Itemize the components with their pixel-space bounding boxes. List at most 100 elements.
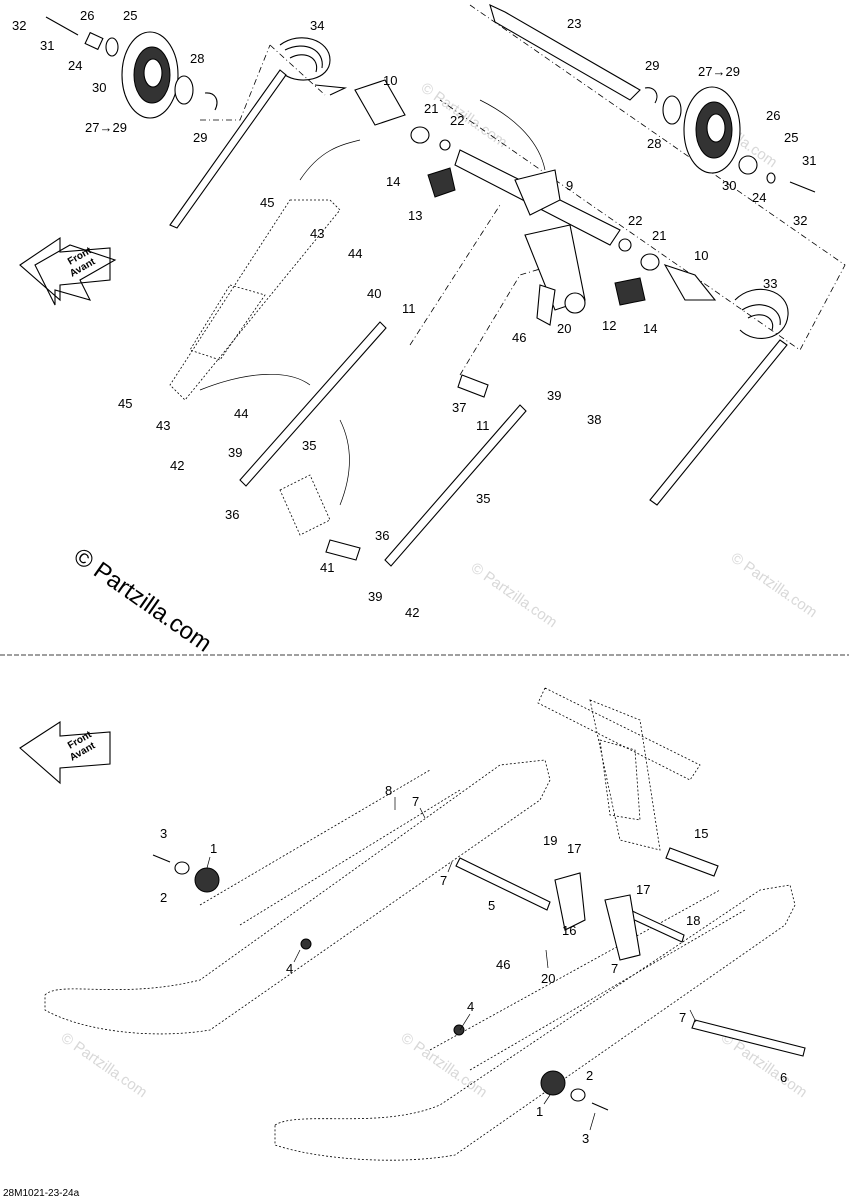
callout: 45: [118, 396, 132, 411]
shock-absorber: [169, 199, 341, 401]
assembly-outline-mid: [200, 44, 271, 121]
callout: 7: [440, 873, 447, 888]
callout: 17: [567, 841, 581, 856]
assembly-outline-left: [269, 44, 326, 96]
callout: 20: [541, 971, 555, 986]
callout: 23: [567, 16, 581, 31]
callout: 10: [694, 248, 708, 263]
bracket-17: [604, 894, 641, 961]
slide-rail-left: [44, 759, 551, 1035]
slide-rail-right-inner: [429, 889, 746, 1071]
callout: 44: [234, 406, 248, 421]
callout: 6: [780, 1070, 787, 1085]
bracket-16: [554, 872, 586, 931]
callout: 17: [636, 882, 650, 897]
callout: 12: [602, 318, 616, 333]
assembly-outline-lower: [409, 204, 571, 376]
slide-rail-left-inner: [199, 769, 461, 926]
top-callouts: 32 26 25 31 24 30 28 27→29 29 34 10 21 2…: [12, 8, 816, 620]
callout: 27→29: [698, 64, 740, 79]
watermark-3: © Partzilla.com: [468, 559, 561, 631]
callout: 2: [586, 1068, 593, 1083]
assembly-arrow-1: [299, 139, 361, 181]
callout: 1: [210, 841, 217, 856]
cross-shaft-9: [454, 149, 621, 326]
callout: 22: [628, 213, 642, 228]
callout: 40: [367, 286, 381, 301]
callout: 7: [679, 1010, 686, 1025]
callout: 32: [12, 18, 26, 33]
cam-block-12: [614, 277, 646, 306]
link-rod-35-left: [239, 321, 387, 487]
spring-33: [649, 288, 789, 506]
callout: 35: [302, 438, 316, 453]
callout: 30: [722, 178, 736, 193]
callout: 11: [402, 301, 416, 316]
callout: 7: [611, 961, 618, 976]
watermarks: © Partzilla.com © Partzilla.com © Partzi…: [58, 79, 821, 1101]
callout: 46: [496, 957, 510, 972]
cross-shaft-5: [455, 857, 551, 911]
callout: 41: [320, 560, 334, 575]
callout: 29: [193, 130, 207, 145]
callout: 24: [68, 58, 82, 73]
callout: 39: [547, 388, 561, 403]
callout: 30: [92, 80, 106, 95]
link-rod-35-right: [384, 404, 527, 567]
callout: 46: [512, 330, 526, 345]
callout: 1: [536, 1104, 543, 1119]
assembly-arrow-3: [199, 373, 311, 391]
watermark-4: © Partzilla.com: [58, 1029, 151, 1101]
callout: 16: [562, 923, 576, 938]
diagram-code: 28M1021-23-24a: [3, 1188, 80, 1199]
sleeve-10-top: [354, 79, 451, 151]
callout: 44: [348, 246, 362, 261]
callout: 26: [80, 8, 94, 23]
callout: 36: [375, 528, 389, 543]
callout: 25: [784, 130, 798, 145]
callout: 36: [225, 507, 239, 522]
callout: 18: [686, 913, 700, 928]
slide-rail-right: [274, 884, 796, 1161]
watermark-5: © Partzilla.com: [398, 1029, 491, 1101]
callout: 20: [557, 321, 571, 336]
callout: 21: [424, 101, 438, 116]
callout: 39: [368, 589, 382, 604]
callout: 3: [582, 1131, 589, 1146]
callout: 14: [643, 321, 657, 336]
callout: 2: [160, 890, 167, 905]
callout: 22: [450, 113, 464, 128]
callout: 42: [405, 605, 419, 620]
front-arrow-top: Front Avant: [19, 236, 117, 306]
callout: 4: [467, 999, 474, 1014]
callout: 26: [766, 108, 780, 123]
upper-cross-bar: [537, 687, 701, 851]
callout: 10: [383, 73, 397, 88]
callout: 21: [652, 228, 666, 243]
sleeve-10-right: [618, 238, 717, 301]
callout: 5: [488, 898, 495, 913]
spring-34: [169, 37, 348, 229]
wheel-right: [644, 86, 816, 193]
callout: 34: [310, 18, 324, 33]
callout: 32: [793, 213, 807, 228]
wheel-left: [45, 16, 218, 119]
spacer-41: [325, 539, 361, 561]
callout: 42: [170, 458, 184, 473]
callout: 38: [587, 412, 601, 427]
callout: 25: [123, 8, 137, 23]
cam-block-13: [427, 167, 456, 198]
callout: 29: [645, 58, 659, 73]
callout: 28: [190, 51, 204, 66]
watermark-2: © Partzilla.com: [728, 549, 821, 621]
callout: 24: [752, 190, 766, 205]
callout: 27→29: [85, 120, 127, 135]
callout: 8: [385, 783, 392, 798]
callout: 37: [452, 400, 466, 415]
callout: 39: [228, 445, 242, 460]
callout: 19: [543, 833, 557, 848]
assembly-arrow-2: [479, 99, 546, 171]
callout: 35: [476, 491, 490, 506]
cross-shaft-6: [691, 1019, 806, 1057]
